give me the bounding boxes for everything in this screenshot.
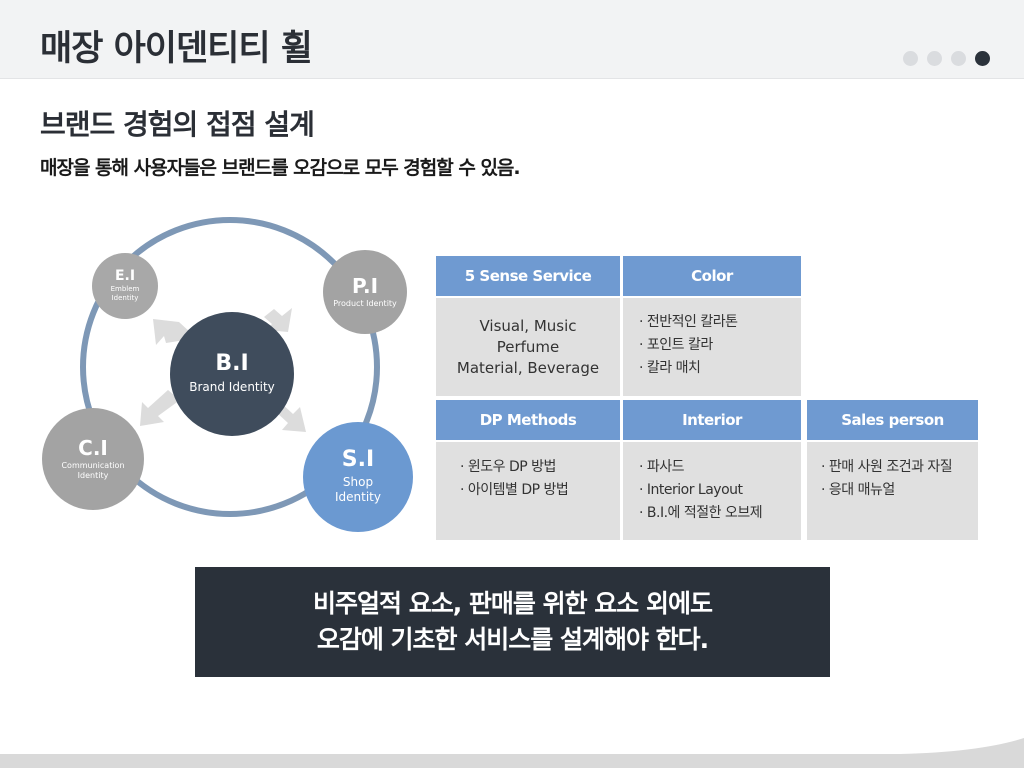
list-item: 응대 매뉴얼 bbox=[821, 479, 978, 502]
five-sense-line-2: Perfume bbox=[496, 337, 560, 356]
list-item: B.I.에 적절한 오브제 bbox=[639, 502, 801, 525]
cell-sales-person: 판매 사원 조건과 자질 응대 매뉴얼 bbox=[807, 442, 978, 540]
shop-identity-label: Shop Identity bbox=[335, 474, 381, 505]
list-item: 아이템별 DP 방법 bbox=[460, 479, 620, 502]
list-item: Interior Layout bbox=[639, 479, 801, 502]
list-item: 판매 사원 조건과 자질 bbox=[821, 456, 978, 479]
wheel-ring bbox=[80, 217, 380, 517]
list-item: 윈도우 DP 방법 bbox=[460, 456, 620, 479]
cell-5-sense-service: Visual, Music Perfume Material, Beverage bbox=[436, 298, 620, 396]
product-identity-node: P.I Product Identity bbox=[323, 250, 407, 334]
page-dot-3[interactable] bbox=[951, 51, 966, 66]
list-item: 전반적인 칼라톤 bbox=[639, 311, 801, 334]
list-item: 칼라 매치 bbox=[639, 357, 801, 380]
five-sense-line-1: Visual, Music bbox=[479, 316, 577, 335]
identity-wheel-diagram: B.I Brand Identity E.I Emblem Identity P… bbox=[0, 200, 440, 540]
dp-methods-list: 윈도우 DP 방법 아이템별 DP 방법 bbox=[460, 456, 620, 502]
cell-color: 전반적인 칼라톤 포인트 칼라 칼라 매치 bbox=[623, 298, 801, 396]
section-subtitle: 매장을 통해 사용자들은 브랜드를 오감으로 모두 경험할 수 있음. bbox=[40, 157, 521, 179]
page-dot-4-active[interactable] bbox=[975, 51, 990, 66]
communication-identity-node: C.I Communication Identity bbox=[42, 408, 144, 510]
page-dot-2[interactable] bbox=[927, 51, 942, 66]
arrow-to-shop bbox=[276, 403, 306, 432]
sales-person-list: 판매 사원 조건과 자질 응대 매뉴얼 bbox=[821, 456, 978, 502]
conclusion-box: 비주얼적 요소, 판매를 위한 요소 외에도 오감에 기초한 서비스를 설계해야… bbox=[195, 567, 830, 677]
list-item: 파사드 bbox=[639, 456, 801, 479]
pagination-dots bbox=[903, 51, 990, 66]
brand-identity-abbr: B.I bbox=[215, 351, 249, 377]
communication-identity-abbr: C.I bbox=[78, 435, 108, 460]
emblem-identity-node: E.I Emblem Identity bbox=[92, 253, 158, 319]
shop-identity-node: S.I Shop Identity bbox=[303, 422, 413, 532]
five-sense-line-3: Material, Beverage bbox=[456, 358, 600, 377]
product-identity-label: Product Identity bbox=[333, 298, 397, 308]
section-title: 브랜드 경험의 접점 설계 bbox=[40, 108, 315, 141]
interior-list: 파사드 Interior Layout B.I.에 적절한 오브제 bbox=[639, 456, 801, 525]
header-interior: Interior bbox=[623, 400, 801, 440]
product-identity-abbr: P.I bbox=[351, 273, 379, 298]
emblem-identity-label: Emblem Identity bbox=[110, 284, 140, 302]
header-sales-person: Sales person bbox=[807, 400, 978, 440]
shop-identity-abbr: S.I bbox=[341, 447, 375, 473]
list-item: 포인트 칼라 bbox=[639, 334, 801, 357]
page-dot-1[interactable] bbox=[903, 51, 918, 66]
header-color: Color bbox=[623, 256, 801, 296]
conclusion-line-2: 오감에 기초한 서비스를 설계해야 한다. bbox=[316, 625, 709, 654]
cell-interior: 파사드 Interior Layout B.I.에 적절한 오브제 bbox=[623, 442, 801, 540]
brand-identity-node: B.I Brand Identity bbox=[170, 312, 294, 436]
footer-curve bbox=[0, 738, 1024, 768]
header-bar: 매장 아이덴티티 휠 bbox=[0, 0, 1024, 79]
communication-identity-label: Communication Identity bbox=[61, 460, 125, 480]
arrow-to-communication bbox=[140, 390, 180, 426]
conclusion-line-1: 비주얼적 요소, 판매를 위한 요소 외에도 bbox=[312, 589, 713, 618]
page-title: 매장 아이덴티티 휠 bbox=[40, 29, 313, 69]
header-dp-methods: DP Methods bbox=[436, 400, 620, 440]
emblem-identity-abbr: E.I bbox=[114, 268, 136, 285]
cell-dp-methods: 윈도우 DP 방법 아이템별 DP 방법 bbox=[436, 442, 620, 540]
header-5-sense-service: 5 Sense Service bbox=[436, 256, 620, 296]
brand-identity-label: Brand Identity bbox=[189, 380, 275, 395]
color-list: 전반적인 칼라톤 포인트 칼라 칼라 매치 bbox=[639, 311, 801, 380]
